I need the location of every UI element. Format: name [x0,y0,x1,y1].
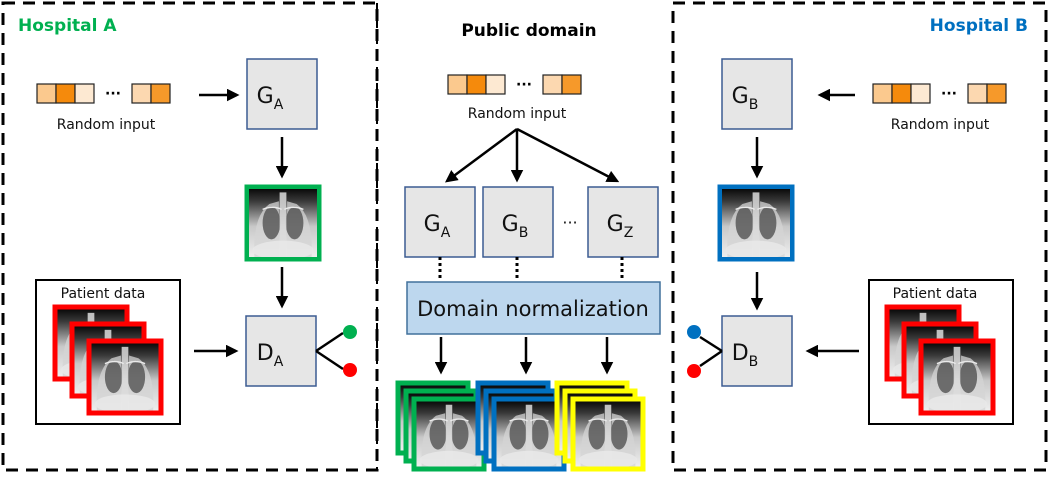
random-input-vector-b: ··· [872,83,1007,104]
output-branch-real [699,335,723,353]
random-input-cell [542,74,563,95]
synthetic-xray-a [244,184,322,262]
xray-image [923,343,991,411]
generator-b-label: GB [732,84,759,113]
patient-xray-stack-b [884,304,996,416]
output-branch-fake [699,349,723,368]
fake-output-dot-a [343,363,357,377]
random-input-cell [561,74,582,95]
arrow-input-to-gA-public [444,127,518,183]
random-input-cell [485,74,506,95]
generator-label: GZ [607,212,634,241]
discriminator-a-label: DA [257,341,284,370]
xray-image [496,401,562,467]
random-input-label-a: Random input [57,117,156,133]
random-input-cell [910,83,931,104]
random-input-label-b: Random input [891,117,990,133]
random-input-cell [967,83,988,104]
fake-output-dot-b [687,364,701,378]
public-generator-a: GA [404,186,476,258]
random-input-cell [131,83,152,104]
generator-box [404,186,476,258]
random-input-cell [36,83,57,104]
xray-image [416,401,482,467]
public-domain-title: Public domain [461,21,596,41]
output-branch-real [315,331,344,353]
discriminator-a-box [245,315,317,387]
generator-label: GA [424,212,451,241]
hospital-a-frame [1,1,379,472]
xray-image [722,189,790,257]
hospital-b-frame [671,1,1048,472]
hospital-b-title: Hospital B [930,16,1028,36]
generator-a-label: GA [257,84,284,113]
discriminator-b-box [721,315,793,387]
generator-label: GB [502,212,529,241]
ellipsis: ··· [941,86,957,102]
synthetic-xray-b [717,184,795,262]
xray-image [249,189,317,257]
random-input-cell [466,74,487,95]
patient-xray-stack-a [52,304,164,416]
generators-ellipsis: ··· [562,213,577,232]
arrow-input-to-gZ-public [516,127,620,183]
random-input-cell [150,83,171,104]
generator-b-box [721,58,793,130]
domain-normalization-box [406,281,661,335]
real-output-dot-a [343,325,357,339]
normalized-output-stacks [395,380,646,472]
patient-data-label-b: Patient data [893,286,978,302]
random-input-cell [55,83,76,104]
discriminator-b-label: DB [732,341,759,370]
random-input-cell [891,83,912,104]
real-output-dot-b [687,325,701,339]
xray-image [91,343,159,411]
output-branch-fake [315,349,344,371]
xray-frame [86,338,164,416]
public-generator-b: GB [482,186,554,258]
domain-normalization-label: Domain normalization [417,297,649,321]
generator-a-box [246,58,318,130]
random-input-cell [74,83,95,104]
xray-frame [411,396,487,472]
random-input-cell [986,83,1007,104]
public-generator-z: GZ [587,186,659,258]
random-input-cell [872,83,893,104]
random-input-label-public: Random input [468,106,567,122]
ellipsis: ··· [105,86,121,102]
hospital-a-title: Hospital A [18,16,117,36]
random-input-cell [447,74,468,95]
xray-image [575,401,641,467]
random-input-vector-a: ··· [36,83,171,104]
xray-frame [491,396,567,472]
xray-frame [918,338,996,416]
random-input-vector-public: ··· [447,74,582,95]
xray-frame [570,396,646,472]
generator-box [482,186,554,258]
patient-data-label-a: Patient data [61,286,146,302]
ellipsis: ··· [516,77,532,93]
